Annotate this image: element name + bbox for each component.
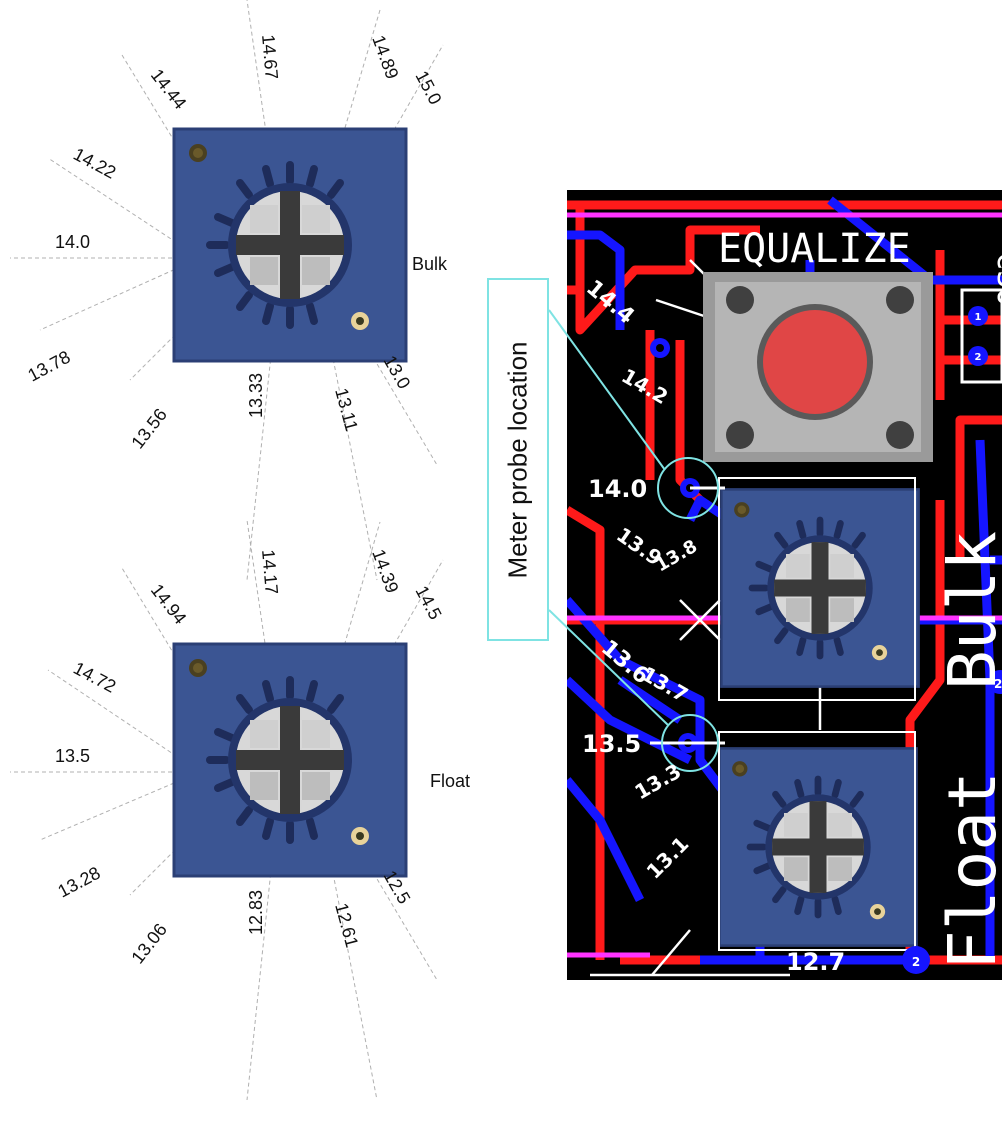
pcb-float-mark-12-7: 12.7: [786, 948, 845, 976]
bulk-name-label: Bulk: [412, 254, 448, 274]
pcb-bulk-pot: [721, 489, 918, 686]
bulk-potentiometer: [174, 129, 406, 361]
float-potentiometer: [174, 644, 406, 876]
probe-label: Meter probe location: [502, 340, 533, 579]
float-scale-12-5: 12.5: [380, 867, 415, 907]
float-scale-13-06: 13.06: [127, 920, 170, 968]
float-scale-14-5: 14.5: [411, 582, 445, 622]
pcb-float-label: Float: [934, 771, 1002, 970]
bulk-scale-13-78: 13.78: [24, 347, 73, 386]
pcb-layout: EQUALIZE 1 2 CSO 2 2: [548, 190, 1002, 980]
via-bottom-pin: 2: [912, 955, 920, 969]
bulk-probe-leader: [548, 309, 666, 471]
float-name-label: Float: [430, 771, 470, 791]
bulk-scale-13-11: 13.11: [331, 386, 362, 433]
cso-pin-1: 1: [975, 312, 982, 323]
float-scale-13-28: 13.28: [54, 863, 103, 902]
bulk-scale-13-0: 13.0: [380, 352, 415, 392]
float-scale-14-72: 14.72: [70, 658, 119, 697]
bulk-center-label: 14.0: [55, 232, 90, 252]
bulk-scale-15-0: 15.0: [411, 67, 445, 107]
float-center-label: 13.5: [55, 746, 90, 766]
pcb-float-pot: [719, 748, 916, 945]
float-pot-group: 13.5 Float 13.28 14.72 14.94 14.17 14.39…: [10, 519, 470, 1101]
pcb-bulk-label: Bulk: [934, 531, 1002, 690]
bulk-probe-circle: [657, 457, 719, 519]
float-scale-12-61: 12.61: [331, 901, 362, 950]
float-scale-12-83: 12.83: [246, 890, 266, 935]
bulk-scale-14-67: 14.67: [258, 34, 282, 81]
cso-label: CSO: [990, 252, 1002, 306]
bulk-scale-13-56: 13.56: [127, 405, 170, 453]
float-probe-leader: [548, 609, 669, 726]
float-scale-14-39: 14.39: [368, 547, 402, 596]
bulk-scale-14-22: 14.22: [70, 144, 119, 183]
float-scale-14-94: 14.94: [147, 580, 190, 628]
bulk-scale-13-33: 13.33: [246, 373, 266, 418]
cso-pin-2: 2: [975, 352, 982, 363]
via-bottom: [902, 946, 930, 974]
equalize-label: EQUALIZE: [718, 226, 911, 272]
float-scale-14-17: 14.17: [258, 549, 282, 596]
via-side: [988, 670, 1002, 694]
bulk-pot-group: 14.0 Bulk 13.78 14.22 14.44 14.67 14.89 …: [10, 0, 448, 581]
cso-connector: 1 2: [960, 288, 1002, 384]
pcb-bulk-mark-14-0: 14.0: [588, 475, 647, 503]
probe-label-box: Meter probe location: [487, 278, 549, 641]
pcb-float-mark-13-5: 13.5: [582, 730, 641, 758]
equalize-button-graphic: [703, 272, 933, 462]
bulk-scale-14-89: 14.89: [368, 33, 402, 82]
via-side-pin: 2: [994, 677, 1002, 691]
float-probe-circle: [661, 714, 719, 772]
